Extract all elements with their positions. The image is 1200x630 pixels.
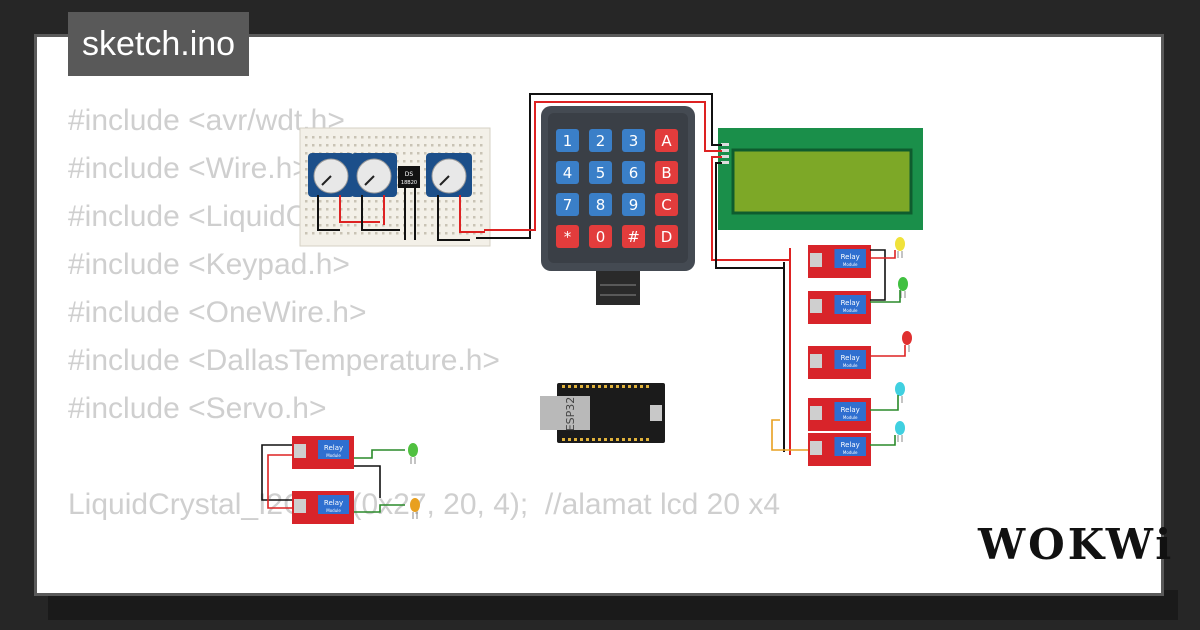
keypad-key-label: 4 (563, 164, 573, 182)
keypad-key: 4 (556, 161, 579, 184)
keypad-key: 6 (622, 161, 645, 184)
keypad-key-label: 6 (629, 164, 639, 182)
keypad-key-label: 1 (563, 132, 573, 150)
wokwi-logo: WOKWi (978, 520, 1174, 569)
keypad-key-label: 3 (629, 132, 639, 150)
keypad-key-label: 5 (596, 164, 606, 182)
keypad-key: 9 (622, 193, 645, 216)
relay-label: Relay (841, 406, 860, 414)
relay-sublabel: Module (326, 453, 341, 458)
connection-wires (476, 93, 791, 455)
keypad-key-label: # (627, 228, 640, 246)
relay-label: Relay (841, 299, 860, 307)
keypad-key-label: 0 (596, 228, 606, 246)
code-line: LiquidCrystal_I2C lcd(0x27, 20, 4); //al… (68, 488, 781, 521)
keypad-key-label: 2 (596, 132, 606, 150)
esp32-label: ESP32 (564, 397, 577, 432)
breadboard-wires (317, 188, 485, 241)
led (408, 443, 418, 464)
relay-label: Relay (324, 499, 343, 507)
relay-sublabel: Module (843, 450, 858, 455)
keypad-key: 1 (556, 129, 579, 152)
potentiometer (426, 153, 472, 197)
keypad-key: 2 (589, 129, 612, 152)
led (902, 331, 912, 352)
relay-sublabel: Module (843, 415, 858, 420)
keypad-key: B (655, 161, 678, 184)
keypad-key-label: 8 (596, 196, 606, 214)
keypad-key-label: D (661, 228, 673, 246)
lcd-display (718, 128, 923, 230)
led (410, 498, 420, 519)
led (895, 421, 905, 442)
keypad-connector (596, 271, 640, 305)
keypad-key: C (655, 193, 678, 216)
relay-label: Relay (841, 253, 860, 261)
keypad-key: 8 (589, 193, 612, 216)
potentiometer (351, 153, 397, 197)
keypad-key-label: 9 (629, 196, 639, 214)
brand-text: WOKWi (978, 520, 1175, 569)
keypad-key-label: A (661, 132, 672, 150)
keypad-key-label: * (564, 228, 572, 246)
relay-sublabel: Module (843, 308, 858, 313)
keypad-key: 0 (589, 225, 612, 248)
led (895, 237, 905, 258)
code-line: #include <Keypad.h> (68, 248, 350, 281)
relay-wires (771, 249, 906, 451)
esp32-board: ESP32 (540, 383, 665, 443)
relay-sublabel: Module (326, 508, 341, 513)
keypad-key-label: C (661, 196, 671, 214)
keypad-key: 5 (589, 161, 612, 184)
keypad-key: A (655, 129, 678, 152)
keypad-key: 7 (556, 193, 579, 216)
temperature-sensor: DS 18B20 (398, 166, 420, 188)
relay-sublabel: Module (843, 262, 858, 267)
keypad-key: * (556, 225, 579, 248)
code-line: #include <DallasTemperature.h> (68, 344, 500, 377)
relay-sublabel: Module (843, 363, 858, 368)
relay-label: Relay (324, 444, 343, 452)
keypad-key-label: 7 (563, 196, 573, 214)
keypad-key-label: B (661, 164, 671, 182)
relay-label: Relay (841, 441, 860, 449)
led (895, 382, 905, 403)
potentiometer (308, 153, 354, 197)
relay-label: Relay (841, 354, 860, 362)
sensor-label: DS (405, 171, 414, 178)
keypad: 1 2 3 A 4 5 6 B 7 8 9 C * 0 # D (541, 106, 695, 305)
sensor-label: 18B20 (401, 180, 417, 186)
led (898, 277, 908, 298)
code-line: #include <Wire.h> (68, 152, 310, 185)
keypad-key: # (622, 225, 645, 248)
small-relay-wires (261, 444, 405, 513)
keypad-key: 3 (622, 129, 645, 152)
code-line: #include <Servo.h> (68, 392, 327, 425)
keypad-key: D (655, 225, 678, 248)
file-title-badge: sketch.ino (68, 12, 250, 76)
code-line: #include <OneWire.h> (68, 296, 367, 329)
